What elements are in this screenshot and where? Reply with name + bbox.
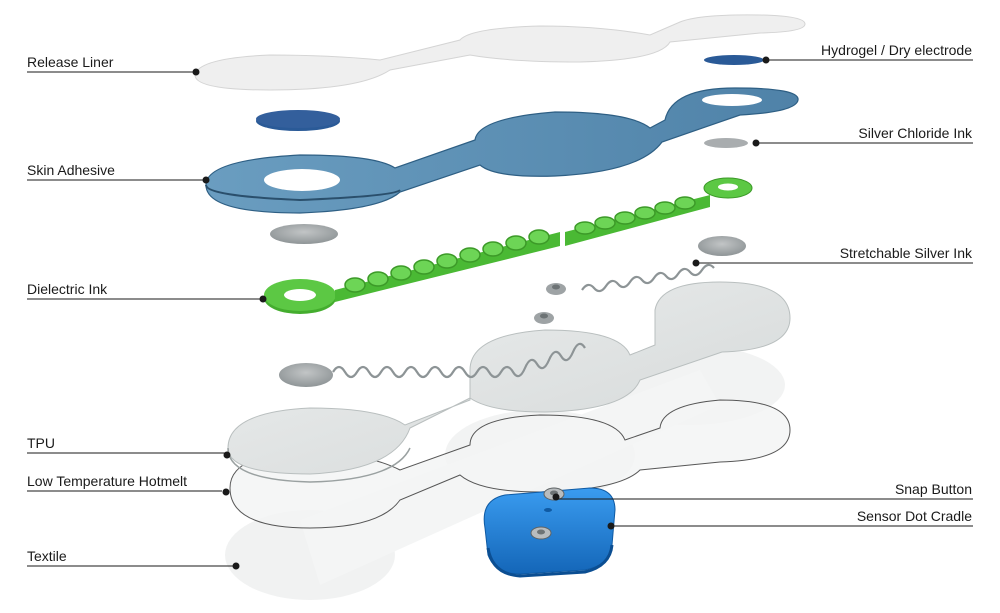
label-skin-adhesive: Skin Adhesive [27, 162, 115, 178]
label-textile: Textile [27, 548, 67, 564]
tpu-layer [227, 281, 791, 483]
label-hydrogel-dry-electrode: Hydrogel / Dry electrode [821, 42, 972, 58]
skin-adhesive-layer [205, 87, 799, 214]
hotmelt-layer [229, 399, 791, 529]
release-liner-layer [194, 14, 806, 91]
stretchable-silver-ink-layer [279, 236, 746, 387]
label-stretchable-silver-ink: Stretchable Silver Ink [839, 245, 972, 261]
label-dielectric-ink: Dielectric Ink [27, 281, 108, 297]
label-release-liner: Release Liner [27, 54, 114, 70]
leader-lines-right [552, 56, 973, 530]
hydrogel-layer [256, 55, 764, 131]
label-sensor-dot-cradle: Sensor Dot Cradle [856, 508, 972, 524]
label-snap-button: Snap Button [894, 481, 972, 497]
label-low-temperature-hotmelt: Low Temperature Hotmelt [27, 473, 188, 489]
label-silver-chloride-ink: Silver Chloride Ink [858, 125, 972, 141]
leader-lines-left [27, 68, 267, 570]
silver-chloride-ink-layer [270, 138, 748, 244]
label-tpu: TPU [27, 435, 55, 451]
dielectric-ink-layer [264, 177, 753, 314]
